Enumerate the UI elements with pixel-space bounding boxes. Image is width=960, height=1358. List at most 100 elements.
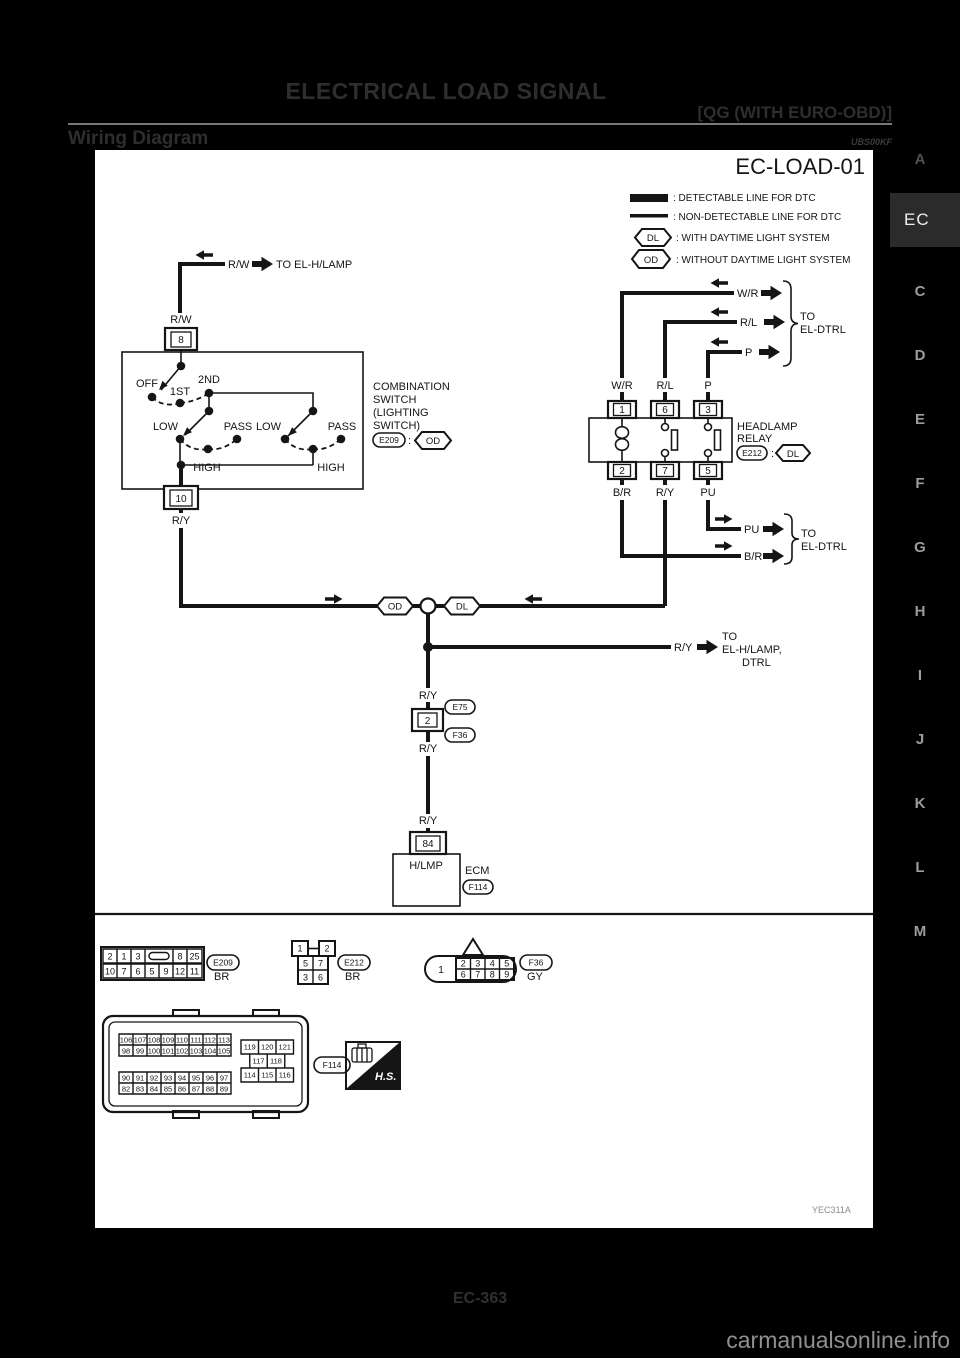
svg-text:R/Y: R/Y [656, 487, 675, 499]
svg-text:113: 113 [218, 1036, 230, 1045]
svg-text:P: P [704, 380, 711, 392]
svg-text:HIGH: HIGH [193, 462, 221, 474]
sidebar-tab-i: I [917, 667, 923, 684]
svg-text:6: 6 [461, 970, 466, 980]
svg-text:F36: F36 [453, 730, 468, 740]
svg-text:8: 8 [178, 335, 184, 346]
svg-text:12: 12 [175, 967, 185, 977]
svg-text:10: 10 [175, 494, 187, 505]
connector-pin10-inner [169, 489, 193, 507]
connector-id-oval [372, 432, 406, 448]
svg-text:E75: E75 [452, 702, 467, 712]
connector-pin10-outer [162, 484, 200, 511]
svg-text:7: 7 [318, 959, 323, 969]
diagram-id: EC-LOAD-01 [735, 154, 865, 179]
svg-text:103: 103 [190, 1047, 203, 1056]
svg-text:119: 119 [244, 1043, 256, 1052]
svg-text:DL: DL [787, 449, 799, 460]
svg-text:LOW: LOW [153, 421, 179, 433]
svg-text:4: 4 [490, 959, 495, 969]
svg-text:6: 6 [135, 967, 140, 977]
dl-hexagon-icon [633, 228, 673, 247]
svg-text:: WITH DAYTIME LIGHT SYSTEM: : WITH DAYTIME LIGHT SYSTEM [676, 233, 830, 244]
svg-text:E209: E209 [213, 958, 233, 968]
svg-text:102: 102 [176, 1047, 189, 1056]
svg-text:1: 1 [121, 952, 126, 962]
relay-coil-icon [614, 425, 630, 440]
svg-text:2ND: 2ND [198, 374, 220, 386]
svg-text:8: 8 [177, 952, 182, 962]
svg-text:BR: BR [214, 971, 229, 983]
svg-text:R/L: R/L [656, 380, 673, 392]
svg-text:F114: F114 [469, 882, 488, 892]
header-rule [68, 123, 892, 125]
svg-text:121: 121 [278, 1043, 291, 1052]
pinout-e209: 2 1 3 8 25 10 7 6 5 9 12 11 E209 BR [100, 946, 240, 983]
svg-text:117: 117 [253, 1057, 265, 1066]
sidebar-tab-d: D [914, 347, 926, 364]
sidebar-tab-j: J [915, 731, 925, 748]
sidebar-tab-h: H [914, 603, 926, 620]
pinout-f36: 1 2 3 4 5 6 7 8 9 F36 GY [424, 937, 553, 983]
svg-text:F114: F114 [323, 1060, 342, 1070]
svg-text::: : [408, 435, 411, 447]
svg-text:2: 2 [619, 466, 625, 477]
keying-triangle [461, 937, 485, 956]
harness-side-badge: H.S. [345, 1041, 401, 1090]
svg-text:85: 85 [164, 1085, 172, 1094]
svg-text:82: 82 [122, 1085, 130, 1094]
diagram-sheet: EC-LOAD-01 : DETECTABLE LINE FOR DTC : N… [95, 150, 873, 1228]
svg-text:3: 3 [303, 973, 308, 983]
svg-text:5: 5 [504, 959, 509, 969]
svg-text:DL: DL [456, 602, 468, 613]
sidebar-tab-k: K [914, 795, 926, 812]
svg-text:SWITCH): SWITCH) [373, 420, 420, 432]
svg-text:10: 10 [105, 967, 115, 977]
svg-text:98: 98 [122, 1047, 130, 1056]
svg-text:: DETECTABLE LINE FOR DTC: : DETECTABLE LINE FOR DTC [673, 193, 816, 204]
od-hexagon-icon [413, 431, 453, 450]
svg-text:(LIGHTING: (LIGHTING [373, 407, 429, 419]
svg-text:OD: OD [426, 436, 440, 447]
pinout-f114-ecm: 106 107 108 109 110 111 112 113 98 99 10… [101, 1009, 401, 1119]
svg-text:ECM: ECM [465, 865, 489, 877]
detectable-line-sample [630, 194, 668, 202]
svg-text:96: 96 [206, 1074, 214, 1083]
non-detectable-line-sample [630, 214, 668, 218]
svg-text:B/R: B/R [744, 551, 762, 563]
svg-text:R/Y: R/Y [419, 690, 438, 702]
svg-text:E212: E212 [742, 448, 762, 458]
svg-text:PU: PU [700, 487, 715, 499]
junction: R/Y OD DL R/Y TO EL-H/LAMP, DTRL [172, 510, 782, 669]
od-hexagon-icon [630, 249, 672, 269]
page-number: EC-363 [452, 1290, 508, 1307]
sidebar-tab-c: C [914, 283, 926, 300]
svg-text:W/R: W/R [611, 380, 632, 392]
svg-text:7: 7 [121, 967, 126, 977]
pinout-e212: 1 2 5 7 3 6 E212 BR [291, 940, 371, 985]
svg-text:R/W: R/W [170, 314, 192, 326]
svg-text:115: 115 [261, 1071, 273, 1080]
ecm: R/Y 84 H/LMP ECM F114 [392, 815, 494, 907]
ecm-box [392, 853, 461, 907]
sidebar-tab-ec-active: EC [890, 193, 960, 247]
svg-text:2: 2 [107, 952, 112, 962]
svg-text:3: 3 [475, 959, 480, 969]
svg-text:1ST: 1ST [170, 386, 190, 398]
svg-text:BR: BR [345, 971, 360, 983]
svg-text:R/Y: R/Y [419, 815, 438, 827]
inline-connector-circle [419, 597, 437, 615]
svg-text:EL-DTRL: EL-DTRL [800, 324, 846, 336]
sidebar-tab-a: A [914, 151, 926, 168]
sidebar-tab-l: L [915, 859, 925, 876]
svg-text:H.S.: H.S. [375, 1071, 396, 1083]
svg-text:HIGH: HIGH [317, 462, 345, 474]
inline-connector: R/Y 2 E75 F36 R/Y [410, 651, 476, 814]
svg-text:SWITCH: SWITCH [373, 394, 416, 406]
svg-text:OD: OD [388, 602, 402, 613]
headlamp-relay: W/R R/L P TO EL-DTRL W/R R/L P 1 6 3 [588, 278, 847, 606]
svg-text:5: 5 [303, 959, 308, 969]
svg-text:: WITHOUT DAYTIME LIGHT SYSTEM: : WITHOUT DAYTIME LIGHT SYSTEM [676, 255, 850, 266]
svg-text:TO: TO [801, 528, 817, 540]
